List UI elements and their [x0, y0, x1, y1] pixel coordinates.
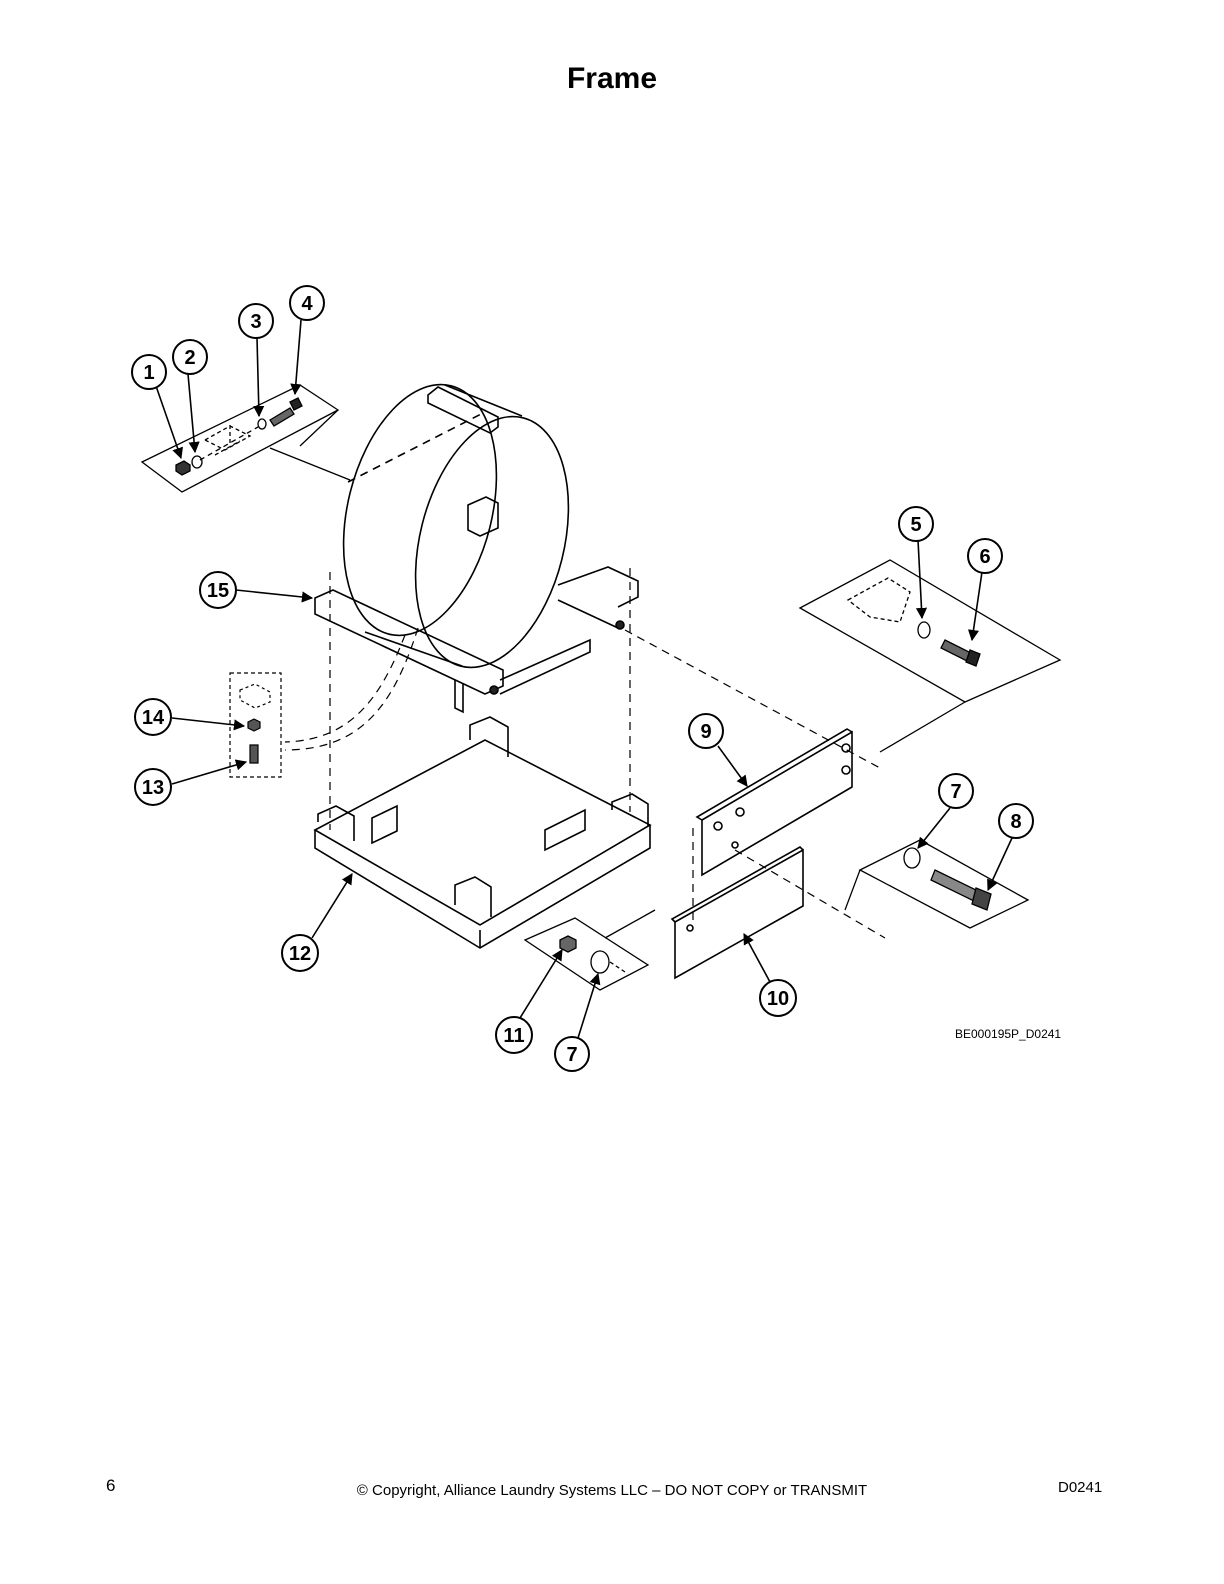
leader-10: [743, 933, 771, 983]
leader-14: [171, 717, 246, 731]
callout-8-label: 8: [1010, 811, 1021, 833]
callout-10-label: 10: [767, 988, 789, 1010]
document-code: D0241: [1058, 1479, 1103, 1496]
callout-5: 5: [898, 506, 934, 542]
alignment-lines: [284, 568, 886, 939]
leader-7b: [577, 972, 601, 1039]
leader-3: [253, 337, 265, 418]
leader-lines: [155, 319, 1013, 1039]
callout-2-label: 2: [184, 347, 195, 369]
callout-11-label: 11: [503, 1025, 524, 1047]
callout-5-label: 5: [910, 514, 921, 536]
page-title: Frame: [566, 62, 658, 95]
detail-panel-fasteners-top: [140, 384, 351, 493]
callout-7b: 7: [554, 1036, 590, 1072]
base-frame: [313, 716, 652, 949]
detail-panel-nut-bottom: [523, 909, 656, 991]
drawing-code: BE000195P_D0241: [955, 1027, 1061, 1041]
leader-9: [717, 745, 748, 787]
callout-2: 2: [172, 339, 208, 375]
leader-2: [187, 373, 200, 454]
callout-4-label: 4: [301, 293, 313, 315]
callout-7a: 7: [938, 773, 974, 809]
callout-10: 10: [759, 979, 797, 1017]
callout-11: 11: [495, 1016, 533, 1054]
callout-9-label: 9: [700, 721, 711, 743]
callout-12: 12: [281, 934, 319, 972]
callout-1-label: 1: [143, 362, 154, 384]
leader-7a: [917, 807, 951, 849]
leader-6: [967, 571, 983, 642]
leader-13: [171, 759, 248, 785]
callout-15-label: 15: [207, 580, 229, 602]
leader-8: [987, 837, 1013, 892]
callout-1: 1: [131, 354, 167, 390]
callout-4: 4: [289, 285, 325, 321]
drum-shell: [342, 383, 570, 669]
callout-12-label: 12: [289, 943, 311, 965]
callout-7b-label: 7: [566, 1044, 577, 1066]
callout-14: 14: [134, 698, 172, 736]
callout-13-label: 13: [142, 777, 164, 799]
leader-4: [290, 319, 302, 396]
page-number: 6: [106, 1476, 116, 1495]
callout-9: 9: [688, 713, 724, 749]
callout-13: 13: [134, 768, 172, 806]
leader-5: [915, 539, 928, 620]
leader-12: [311, 873, 353, 939]
leader-1: [155, 385, 183, 460]
callout-14-label: 14: [142, 707, 165, 729]
copyright-notice: © Copyright, Alliance Laundry Systems LL…: [356, 1482, 868, 1499]
mount-plates: [670, 728, 853, 980]
callout-3-label: 3: [250, 311, 261, 333]
callout-3: 3: [238, 303, 274, 339]
callout-6-label: 6: [979, 546, 990, 568]
upper-frame: [314, 566, 639, 714]
callout-6: 6: [967, 538, 1003, 574]
detail-panel-screw-left: [229, 672, 282, 778]
detail-panel-bolt-right: [844, 839, 1030, 929]
callout-8: 8: [998, 803, 1034, 839]
detail-panel-fasteners-right: [798, 559, 1062, 753]
leader-15: [235, 589, 314, 603]
leader-11: [519, 949, 563, 1019]
callout-7a-label: 7: [950, 781, 961, 803]
callout-15: 15: [199, 571, 237, 609]
